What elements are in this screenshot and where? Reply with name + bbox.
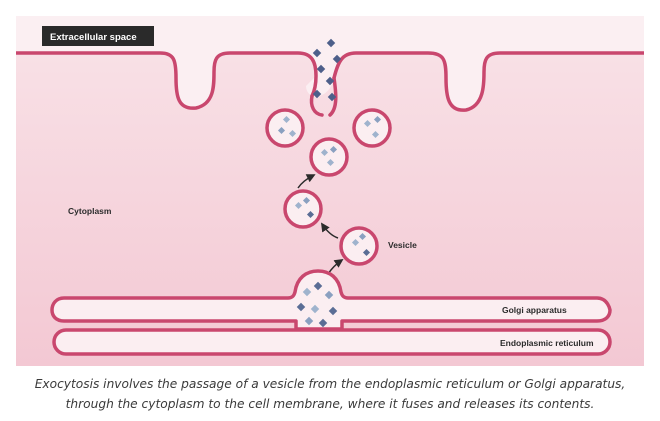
arrow-vesicle-to-membrane [297,174,316,189]
vesicle-top-left [265,108,305,148]
vesicle-top-right [352,108,392,148]
vesicle-middle [309,137,349,177]
cell-membrane [16,51,644,112]
exocytosis-diagram: Extracellular space [16,16,644,366]
caption-line-1: Exocytosis involves the passage of a ves… [34,377,626,391]
endoplasmic-reticulum [52,328,612,356]
figure-caption: Exocytosis involves the passage of a ves… [0,374,660,414]
vesicle-label: Vesicle [388,240,417,250]
fusion-pore-right [328,76,338,117]
vesicle-lower-right [339,226,379,266]
extracellular-label: Extracellular space [50,32,137,43]
released-cargo [312,38,342,102]
caption-line-2: through the cytoplasm to the cell membra… [65,397,595,411]
fusion-pore-left [309,94,324,117]
golgi-label: Golgi apparatus [502,305,567,315]
extracellular-region [16,16,644,111]
extracellular-tag [42,26,154,46]
cytoplasm-label: Cytoplasm [68,206,112,216]
golgi-cargo [296,281,338,328]
golgi-apparatus [50,269,612,331]
vesicle-lower-left [283,189,323,229]
er-label: Endoplasmic reticulum [500,338,594,348]
arrow-vesicle-to-vesicle [321,222,339,239]
